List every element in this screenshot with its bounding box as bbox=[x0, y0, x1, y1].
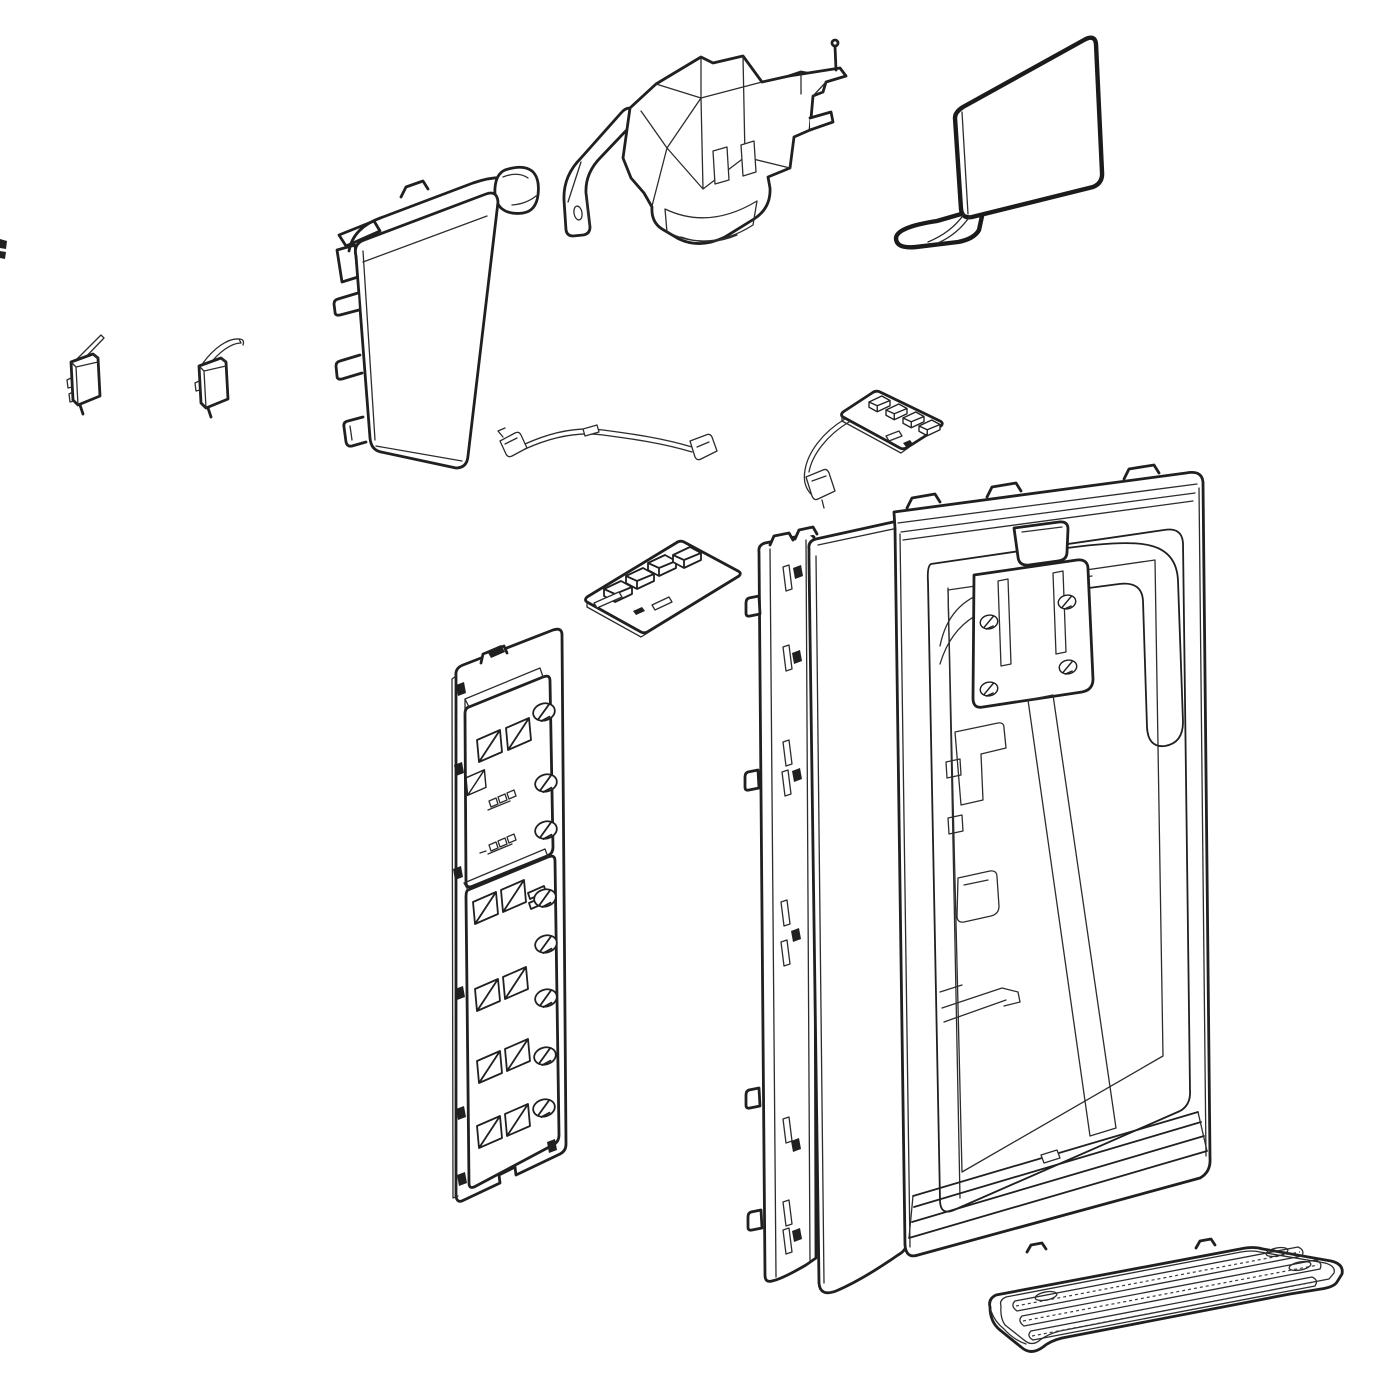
control-panel-board bbox=[451, 627, 568, 1203]
dispenser-front-housing bbox=[892, 463, 1212, 1258]
wire-harness bbox=[497, 424, 718, 461]
micro-switch-left bbox=[66, 334, 105, 416]
pcb-with-lead bbox=[803, 389, 944, 509]
rear-mounting-frame bbox=[743, 525, 819, 1283]
funnel-bracket-assembly bbox=[562, 38, 848, 245]
pcb-board bbox=[584, 539, 742, 638]
door-panel bbox=[807, 520, 909, 1295]
micro-switch-right bbox=[194, 338, 245, 419]
drip-tray-grille bbox=[988, 1237, 1344, 1353]
edge-cutoff-mark-icon bbox=[0, 239, 7, 259]
corner-bracket bbox=[893, 35, 1105, 250]
dispenser-door-flap bbox=[332, 165, 540, 470]
embossed-marking bbox=[479, 789, 517, 855]
